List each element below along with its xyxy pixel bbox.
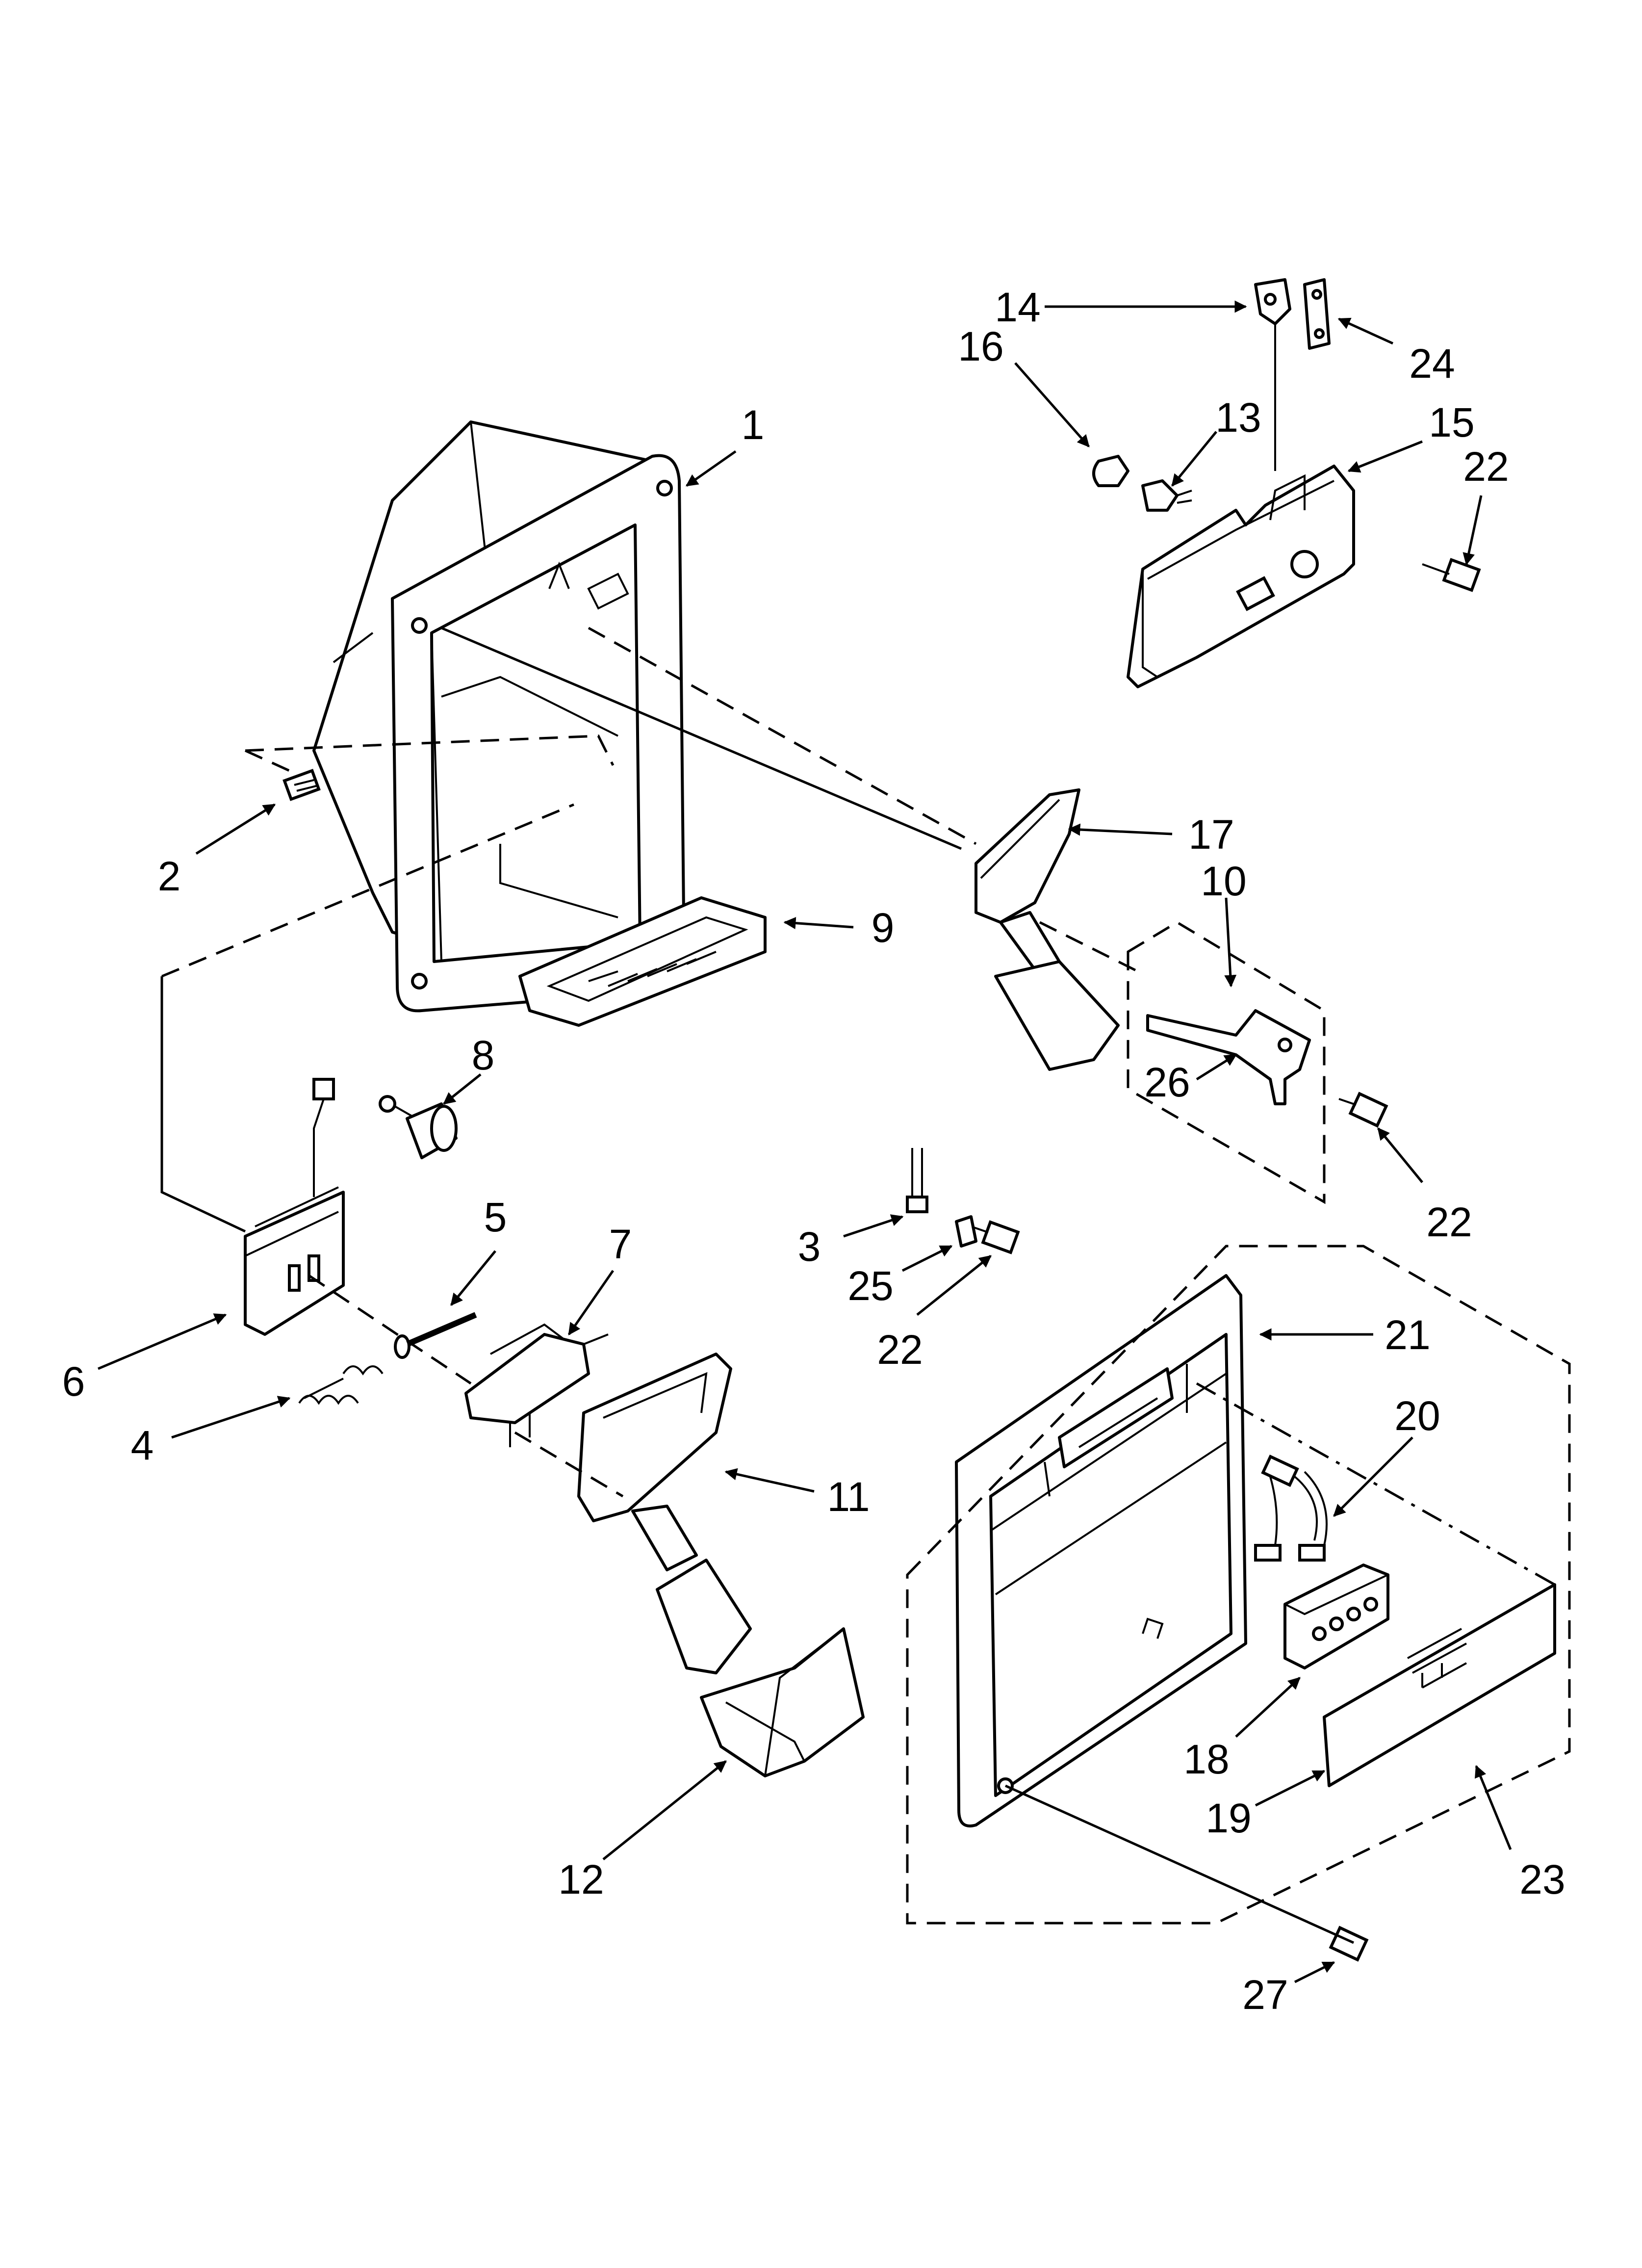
part-11-ice-actuator — [577, 1353, 752, 1674]
part-14-switch — [1254, 278, 1291, 471]
callout-13: 13 — [1215, 394, 1261, 441]
callout-21: 21 — [1385, 1312, 1430, 1358]
callout-27: 27 — [1242, 1972, 1288, 2018]
part-9-drip-tray — [518, 896, 767, 1027]
part-22-screw-lower — [971, 1220, 1020, 1254]
callout-22-upper: 22 — [1463, 443, 1509, 490]
connection-lines — [160, 626, 1556, 1944]
callout-23: 23 — [1519, 1856, 1565, 1903]
callout-18: 18 — [1183, 1736, 1229, 1782]
part-26-water-lever — [1146, 1009, 1311, 1105]
part-17-water-actuator — [975, 788, 1120, 1071]
callout-15: 15 — [1429, 399, 1474, 445]
callout-7: 7 — [609, 1221, 632, 1267]
group-10-outline — [1127, 921, 1326, 1204]
part-3-spring-clip — [906, 1148, 928, 1213]
callout-9: 9 — [872, 905, 895, 951]
part-20-wire-harness — [1254, 1455, 1328, 1562]
part-12-ice-chute — [700, 1627, 865, 1777]
callout-25: 25 — [847, 1263, 893, 1309]
part-6-module — [244, 1078, 345, 1336]
callouts: 1 2 3 4 5 6 7 8 9 10 11 12 13 — [62, 284, 1565, 2018]
callout-10: 10 — [1201, 858, 1246, 904]
part-1-dispenser-housing — [312, 420, 686, 1013]
callout-26: 26 — [1144, 1059, 1190, 1105]
part-5-pin — [394, 1312, 477, 1359]
callout-22-middle: 22 — [1426, 1199, 1472, 1245]
callout-11: 11 — [827, 1474, 870, 1520]
callout-14: 14 — [995, 284, 1040, 330]
part-4-spring — [298, 1365, 384, 1405]
part-22-screw-upper — [1422, 558, 1481, 592]
part-24-shim — [1303, 278, 1331, 350]
callout-6: 6 — [62, 1358, 85, 1405]
part-22-screw-middle — [1338, 1092, 1388, 1128]
part-7-lever-arm — [464, 1323, 609, 1447]
callout-2: 2 — [158, 853, 181, 899]
callout-19: 19 — [1206, 1795, 1251, 1841]
part-8-solenoid — [379, 1095, 458, 1159]
part-2-screw — [282, 769, 321, 801]
part-19-overlay-panel — [1323, 1583, 1556, 1787]
part-13-lamp-socket — [1141, 479, 1192, 512]
callout-20: 20 — [1394, 1393, 1440, 1439]
callout-16: 16 — [958, 323, 1003, 369]
part-18-control-board — [1283, 1564, 1389, 1669]
callout-1: 1 — [742, 402, 765, 448]
part-27-screw — [1329, 1926, 1369, 1962]
callout-24: 24 — [1409, 340, 1455, 387]
callout-17: 17 — [1188, 811, 1234, 858]
callout-22-lower: 22 — [877, 1327, 923, 1373]
callout-5: 5 — [484, 1194, 507, 1240]
part-21-dispenser-frame — [955, 1274, 1247, 1827]
callout-4: 4 — [131, 1422, 154, 1468]
callout-8: 8 — [472, 1032, 495, 1078]
part-15-bracket — [1127, 465, 1355, 688]
callout-3: 3 — [798, 1224, 821, 1270]
group-23-outline — [906, 1245, 1571, 1925]
callout-12: 12 — [558, 1856, 604, 1903]
part-16-lamp-bulb — [1092, 455, 1129, 487]
part-25-clip — [955, 1215, 977, 1248]
